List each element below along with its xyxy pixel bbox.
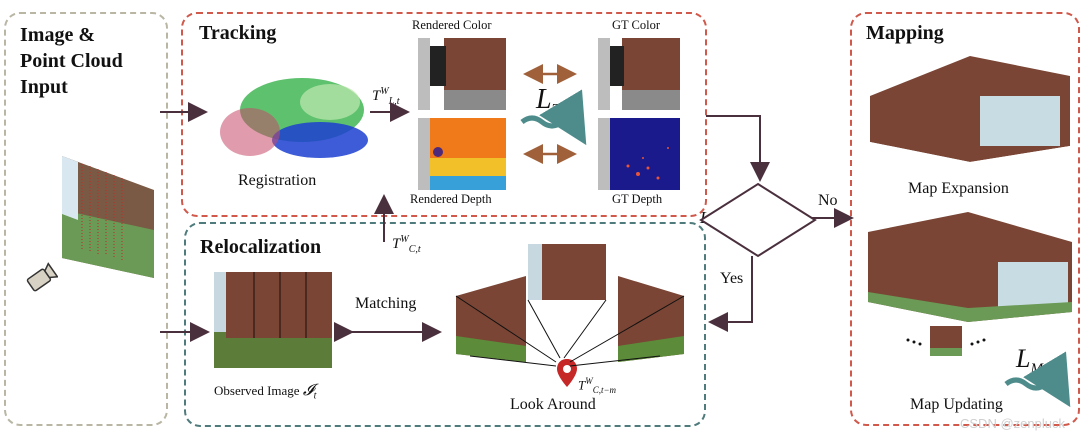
pose-t-m-label: TWC,t−m <box>578 376 617 395</box>
matching-label: Matching <box>355 295 417 312</box>
decision-text: LT > θfail <box>700 208 759 231</box>
input-panel <box>4 12 168 426</box>
gt-depth-image <box>598 118 680 190</box>
registration-pointcloud <box>210 62 370 172</box>
input-pose-label: TWC,t <box>392 234 421 255</box>
transform-lw-label: TWL,t <box>372 86 400 107</box>
arrow-decision-to-reloc <box>708 256 753 332</box>
location-pin-icon <box>556 358 578 388</box>
camera-icon <box>22 262 58 294</box>
gt-color-image <box>598 38 680 110</box>
watermark: CSDN @zenpluck <box>960 416 1065 431</box>
relocalization-panel <box>184 222 706 427</box>
registration-label: Registration <box>238 172 317 189</box>
map-expansion-label: Map Expansion <box>908 180 1009 197</box>
relocalization-title: Relocalization <box>200 236 322 258</box>
look-around-left-view <box>456 276 526 362</box>
map-updating-thumbnail <box>930 326 962 356</box>
mapping-title: Mapping <box>866 22 944 44</box>
map-updating-label: Map Updating <box>910 396 1003 413</box>
tracking-panel <box>181 12 707 217</box>
look-around-top-view <box>528 244 606 300</box>
look-around-label: Look Around <box>510 396 596 413</box>
gt-color-label: GT Color <box>612 18 661 32</box>
decision-yes-label: Yes <box>720 270 744 287</box>
observed-image-label: Observed Image 𝓘t <box>214 382 317 402</box>
input-image-pointcloud <box>58 150 158 280</box>
tracking-title: Tracking <box>199 22 277 44</box>
map-updating-image <box>868 212 1072 322</box>
loss-lt-label: LT <box>536 84 561 119</box>
map-expansion-image <box>870 56 1070 162</box>
observed-image <box>214 272 332 368</box>
gt-depth-label: GT Depth <box>612 192 663 206</box>
rendered-color-image <box>418 38 506 110</box>
look-around-right-view <box>618 276 684 362</box>
rendered-depth-image <box>418 118 506 190</box>
input-title: Image & Point Cloud Input <box>20 24 123 98</box>
rendered-color-label: Rendered Color <box>412 18 492 32</box>
decision-no-label: No <box>818 192 838 209</box>
loss-lm-label: LM <box>1016 344 1043 378</box>
arrow-tracking-to-decision <box>706 115 770 182</box>
rendered-depth-label: Rendered Depth <box>410 192 492 206</box>
